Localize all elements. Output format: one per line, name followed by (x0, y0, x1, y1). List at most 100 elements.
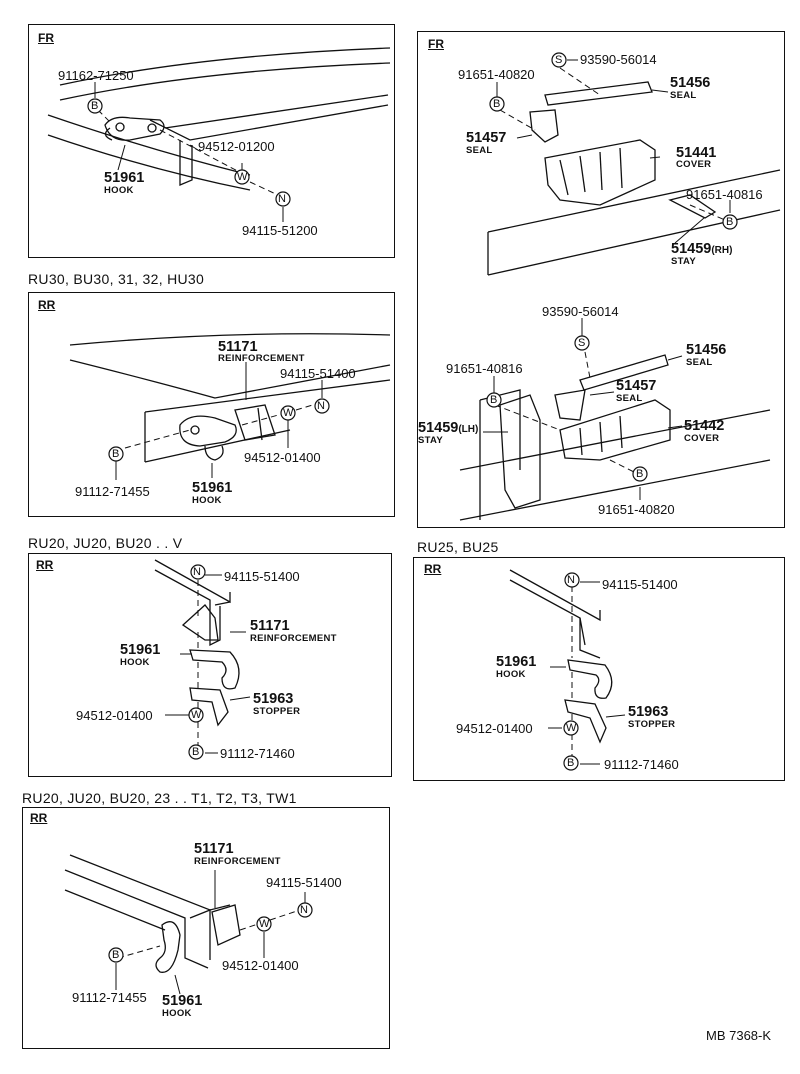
part-number: 91112-71460 (220, 746, 295, 761)
part-name: HOOK (192, 495, 222, 506)
panel-rr3 (413, 557, 785, 781)
part-name: SEAL (686, 357, 713, 368)
part-number: 94512-01400 (76, 708, 153, 723)
part-name: HOOK (120, 657, 150, 668)
part-name: STOPPER (253, 706, 301, 717)
part-number: 51961 (496, 654, 537, 670)
panel-tag: RR (36, 558, 54, 572)
panel-caption: RU30, BU30, 31, 32, HU30 (28, 271, 205, 287)
stay-side: (RH) (711, 245, 733, 256)
b-mark: B (493, 98, 501, 110)
b-mark: B (636, 468, 644, 480)
b-mark: B (726, 216, 734, 228)
part-number: 51442 (684, 418, 725, 434)
n-mark: N (317, 400, 325, 412)
part-number: 51459(LH) (418, 421, 478, 436)
part-number: 91651-40820 (598, 502, 675, 517)
part-number: 94512-01400 (456, 721, 533, 736)
part-number: 91112-71460 (604, 757, 679, 772)
n-mark: N (193, 566, 201, 578)
part-name: REINFORCEMENT (218, 353, 305, 364)
part-name: SEAL (466, 145, 493, 156)
part-number: 93590-56014 (542, 304, 619, 319)
panel-tag: RR (424, 562, 442, 576)
part-number: 51963 (628, 704, 669, 720)
part-name: SEAL (670, 90, 697, 101)
panel-tag: RR (38, 298, 56, 312)
part-number: 51961 (104, 170, 145, 186)
part-name: COVER (676, 159, 712, 170)
part-name: HOOK (104, 185, 134, 196)
part-number: 91651-40816 (446, 361, 523, 376)
part-number: 51459(RH) (671, 242, 732, 257)
part-number: 51456 (686, 342, 727, 358)
part-name: HOOK (496, 669, 526, 680)
w-mark: W (566, 722, 577, 734)
part-number: 94512-01200 (198, 139, 275, 154)
part-number: 51963 (253, 691, 294, 707)
part-name: SEAL (616, 393, 643, 404)
part-name: STAY (671, 256, 696, 267)
part-number: 51171 (250, 618, 290, 634)
w-mark: W (283, 407, 294, 419)
part-name: REINFORCEMENT (250, 633, 337, 644)
s-mark: S (578, 337, 586, 349)
part-number: 93590-56014 (580, 52, 657, 67)
part-number: 51456 (670, 75, 711, 91)
part-number: 91651-40816 (686, 187, 763, 202)
part-number: 51961 (192, 480, 233, 496)
stay-side: (LH) (458, 424, 479, 435)
part-number: 51457 (616, 378, 657, 394)
s-mark: S (555, 54, 563, 66)
stay-number: 51459 (671, 241, 712, 257)
part-number: 51961 (120, 642, 161, 658)
panel-caption: RU20, JU20, BU20 . . V (28, 535, 183, 551)
panel-tag: FR (38, 31, 54, 45)
part-number: 51961 (162, 993, 203, 1009)
b-mark: B (112, 949, 120, 961)
b-mark: B (192, 746, 200, 758)
panel-fr-left (28, 24, 395, 258)
n-mark: N (567, 574, 575, 586)
part-number: 51171 (218, 339, 258, 355)
panel-rr4 (22, 807, 390, 1049)
w-mark: W (191, 709, 202, 721)
part-name: STAY (418, 435, 443, 446)
n-mark: N (278, 193, 286, 205)
part-number: 91651-40820 (458, 67, 535, 82)
n-mark: N (300, 904, 308, 916)
b-mark: B (567, 757, 575, 769)
part-number: 51441 (676, 145, 717, 161)
part-name: REINFORCEMENT (194, 856, 281, 867)
stay-number: 51459 (418, 420, 459, 436)
part-number: 51171 (194, 841, 234, 857)
part-number: 94115-51400 (266, 875, 342, 890)
part-name: COVER (684, 433, 720, 444)
drawing-reference: MB 7368-K (706, 1028, 772, 1043)
b-mark: B (490, 394, 498, 406)
part-number: 94115-51200 (242, 223, 318, 238)
part-number: 91112-71455 (72, 990, 147, 1005)
part-number: 94512-01400 (244, 450, 321, 465)
panel-rr1 (28, 292, 395, 517)
part-number: 94512-01400 (222, 958, 299, 973)
panel-tag: RR (30, 811, 48, 825)
panel-caption: RU25, BU25 (417, 539, 499, 555)
part-number: 94115-51400 (280, 366, 356, 381)
w-mark: W (259, 918, 270, 930)
w-mark: W (237, 171, 248, 183)
panel-caption: RU20, JU20, BU20, 23 . . T1, T2, T3, TW1 (22, 790, 297, 806)
part-number: 91112-71455 (75, 484, 150, 499)
part-number: 51457 (466, 130, 507, 146)
part-number: 91162-71250 (58, 68, 134, 83)
part-number: 94115-51400 (224, 569, 300, 584)
b-mark: B (91, 100, 99, 112)
part-number: 94115-51400 (602, 577, 678, 592)
b-mark: B (112, 448, 120, 460)
panel-tag: FR (428, 37, 444, 51)
